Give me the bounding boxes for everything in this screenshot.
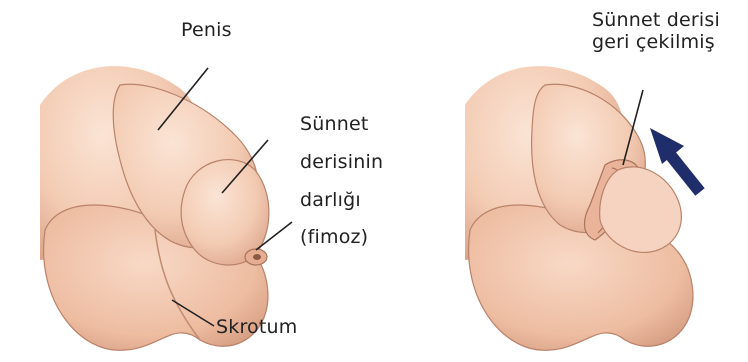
- right-figure: [465, 66, 700, 350]
- label-phimosis-line-1: Sünnet: [300, 112, 369, 136]
- foreskin-opening-hole: [253, 254, 261, 260]
- label-phimosis-line-2: derisinin: [300, 150, 383, 174]
- right-glans: [600, 167, 682, 253]
- left-figure: [40, 66, 292, 350]
- label-retracted-line-2: geri çekilmiş: [592, 30, 715, 54]
- label-phimosis-line-4: (fimoz): [300, 225, 368, 249]
- label-penis: Penis: [181, 18, 232, 42]
- label-retracted-line-1: Sünnet derisi: [592, 8, 720, 32]
- label-phimosis-line-3: darlığı: [300, 188, 361, 212]
- label-scrotum: Skrotum: [216, 315, 297, 339]
